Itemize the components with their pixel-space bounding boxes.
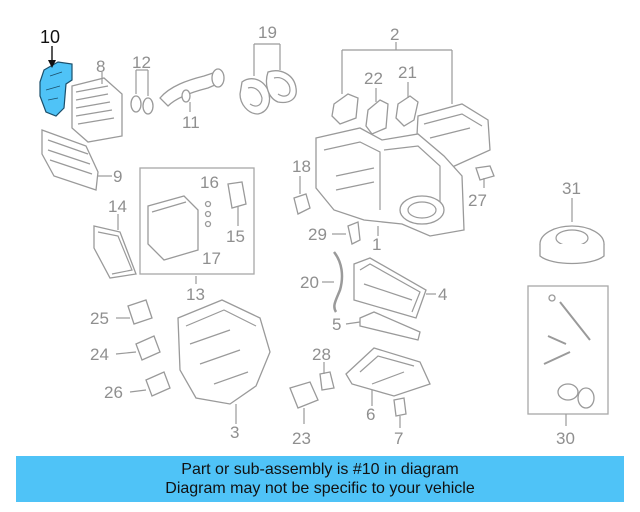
part-27-connector[interactable]	[475, 165, 495, 181]
callout-21[interactable]: 21	[398, 63, 417, 82]
arrow-10	[48, 60, 56, 68]
leader-26	[129, 389, 147, 393]
callout-2[interactable]: 2	[390, 25, 399, 44]
callout-25[interactable]: 25	[90, 309, 109, 328]
callout-15[interactable]: 15	[226, 227, 245, 246]
part-26-actuator[interactable]	[145, 371, 171, 397]
callout-20[interactable]: 20	[300, 273, 319, 292]
callout-5[interactable]: 5	[332, 315, 341, 334]
callout-29[interactable]: 29	[308, 225, 327, 244]
caption-bar: Part or sub-assembly is #10 in diagram D…	[16, 456, 624, 502]
hvac-parts-diagram: 10 8 9 12 11 19 2 22 21 18 27 31 29 1 14…	[39, 23, 609, 448]
part-30-hardware[interactable]	[543, 294, 595, 409]
leader-5	[345, 321, 361, 325]
leader-19	[253, 43, 281, 76]
callout-17[interactable]: 17	[202, 249, 221, 268]
caption-line-1: Part or sub-assembly is #10 in diagram	[181, 461, 459, 478]
part-3-lower-case[interactable]	[177, 299, 271, 405]
leader-2	[341, 42, 453, 104]
part-8-evaporator[interactable]	[71, 77, 123, 143]
callout-6[interactable]: 6	[366, 405, 375, 424]
callout-3[interactable]: 3	[230, 423, 239, 442]
callout-8[interactable]: 8	[96, 57, 105, 76]
callout-28[interactable]: 28	[312, 345, 331, 364]
callout-4[interactable]: 4	[438, 285, 447, 304]
callout-23[interactable]: 23	[292, 429, 311, 448]
group-30-box	[527, 285, 609, 415]
callout-18[interactable]: 18	[292, 157, 311, 176]
caption-line-2: Diagram may not be specific to your vehi…	[165, 480, 475, 497]
callout-24[interactable]: 24	[90, 345, 109, 364]
group-13-box	[139, 167, 255, 275]
callout-7[interactable]: 7	[394, 429, 403, 448]
part-1-hvac-case[interactable]	[315, 127, 465, 237]
part-5-seal[interactable]	[359, 311, 421, 341]
part-2-blend-door-actuator[interactable]	[331, 93, 359, 125]
part-20-drain-hose[interactable]	[332, 251, 344, 313]
part-22-actuator[interactable]	[365, 99, 389, 135]
callout-13[interactable]: 13	[186, 285, 205, 304]
leader-24	[115, 351, 137, 355]
part-15-resistor[interactable]	[227, 181, 247, 209]
part-21-actuator[interactable]	[395, 95, 419, 127]
callout-14[interactable]: 14	[108, 197, 127, 216]
callout-16[interactable]: 16	[200, 173, 219, 192]
part-6-bracket[interactable]	[345, 347, 431, 397]
part-28-clip[interactable]	[319, 371, 335, 391]
callout-26[interactable]: 26	[104, 383, 123, 402]
part-18-sensor[interactable]	[293, 193, 311, 215]
callout-1[interactable]: 1	[372, 235, 381, 254]
callout-11[interactable]: 11	[182, 113, 200, 132]
callout-9[interactable]: 9	[113, 167, 122, 186]
part-13-control-module[interactable]	[147, 195, 199, 261]
part-10-duct[interactable]	[39, 61, 73, 117]
part-24-actuator[interactable]	[135, 335, 161, 361]
part-12-o-rings[interactable]	[130, 95, 154, 115]
part-14-filter[interactable]	[93, 225, 137, 279]
part-7-bolt[interactable]	[393, 397, 407, 417]
part-9-heater-core[interactable]	[41, 129, 99, 191]
part-16-screws[interactable]	[204, 200, 212, 228]
callout-10[interactable]: 10	[40, 27, 60, 47]
callout-12[interactable]: 12	[132, 53, 151, 72]
callout-30[interactable]: 30	[556, 429, 575, 448]
callout-22[interactable]: 22	[364, 69, 383, 88]
part-19-gaskets[interactable]	[239, 70, 297, 115]
callout-19[interactable]: 19	[258, 23, 277, 42]
part-29-bolt[interactable]	[347, 221, 361, 245]
callout-27[interactable]: 27	[468, 191, 487, 210]
part-23-actuator[interactable]	[289, 381, 319, 409]
part-4-filter[interactable]	[353, 257, 427, 319]
part-25-actuator[interactable]	[127, 299, 153, 325]
callout-31[interactable]: 31	[562, 179, 581, 198]
part-11-tube[interactable]	[159, 68, 225, 107]
part-31-blower-motor[interactable]	[539, 225, 605, 265]
